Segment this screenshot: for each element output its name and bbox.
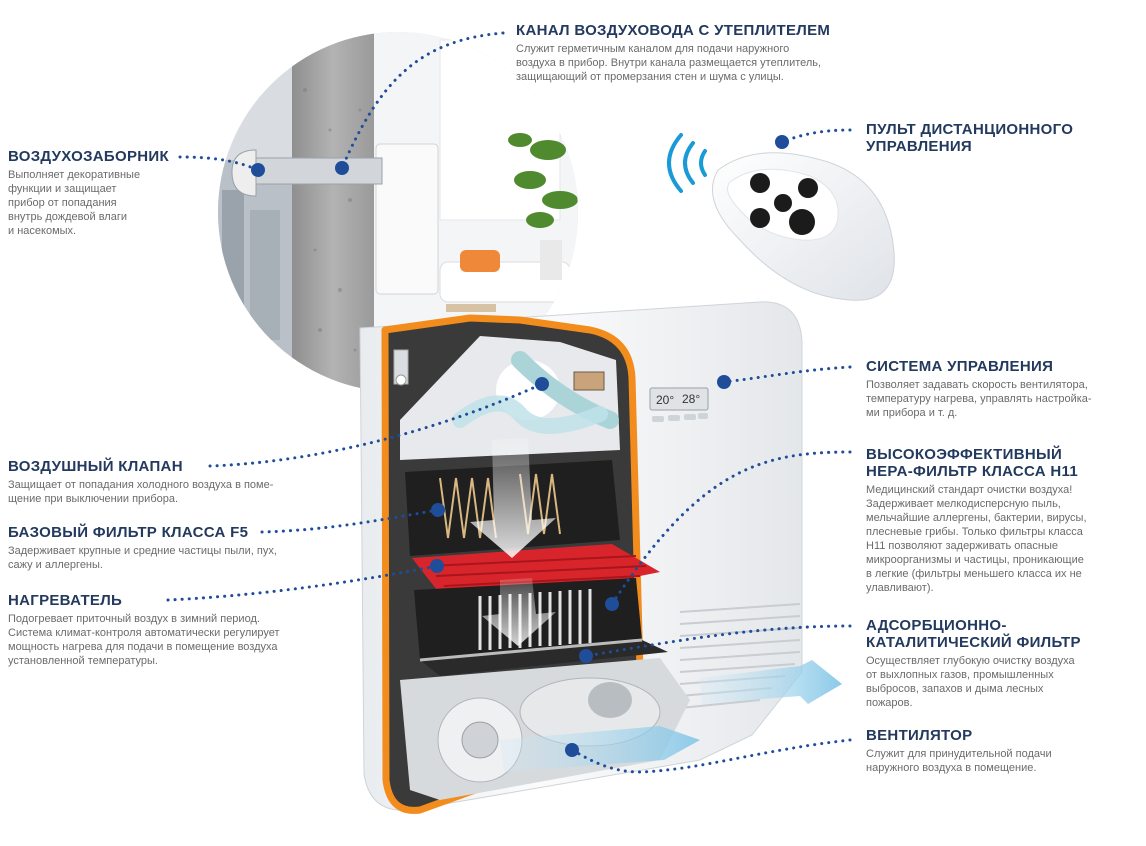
callout-valve: ВОЗДУШНЫЙ КЛАПАН Защищает от попадания х… [8,458,338,506]
callout-heater-title: НАГРЕВАТЕЛЬ [8,592,123,609]
callout-hepa-title: ВЫСОКОЭФФЕКТИВНЫЙ HEPA-ФИЛЬТР КЛАССА H11 [866,446,1078,480]
remote-control [667,133,895,301]
callout-valve-text: Защищает от попадания холодного воздуха … [8,479,274,505]
leader-lines [166,31,852,774]
callout-heater: НАГРЕВАТЕЛЬ Подогревает приточный воздух… [8,592,348,668]
callout-control-title: СИСТЕМА УПРАВЛЕНИЯ [866,358,1054,375]
callout-fan-text: Служит для принудительной подачи наружно… [866,748,1052,774]
callout-heater-text: Подогревает приточный воздух в зимний пе… [8,613,280,667]
callout-fan: ВЕНТИЛЯТОР Служит для принудительной под… [866,727,1138,775]
callout-valve-title: ВОЗДУШНЫЙ КЛАПАН [8,458,183,475]
callout-control: СИСТЕМА УПРАВЛЕНИЯ Позволяет задавать ск… [866,358,1138,420]
callout-remote: ПУЛЬТ ДИСТАНЦИОННОГО УПРАВЛЕНИЯ [866,121,1136,155]
callout-hepa: ВЫСОКОЭФФЕКТИВНЫЙ HEPA-ФИЛЬТР КЛАССА H11… [866,446,1138,595]
display-left-value: 20° [656,393,674,407]
callout-adsorb: АДСОРБЦИОННО- КАТАЛИТИЧЕСКИЙ ФИЛЬТР Осущ… [866,617,1138,710]
callout-duct-title: КАНАЛ ВОЗДУХОВОДА С УТЕПЛИТЕЛЕМ [516,22,831,39]
callout-intake: ВОЗДУХОЗАБОРНИК Выполняет декоративные ф… [8,148,178,238]
leader-endpoints [251,135,789,757]
callout-duct-text: Служит герметичным каналом для подачи на… [516,43,822,83]
callout-adsorb-text: Осуществляет глубокую очистку воздуха от… [866,655,1075,709]
callout-control-text: Позволяет задавать скорость вентилятора,… [866,379,1092,419]
callout-duct: КАНАЛ ВОЗДУХОВОДА С УТЕПЛИТЕЛЕМ Служит г… [516,22,896,84]
callout-intake-text: Выполняет декоративные функции и защищае… [8,169,141,237]
callout-fan-title: ВЕНТИЛЯТОР [866,727,973,744]
callout-hepa-text: Медицинский стандарт очистки воздуха! За… [866,484,1087,594]
ventilation-unit: 20° 28° [359,301,842,814]
callout-adsorb-title: АДСОРБЦИОННО- КАТАЛИТИЧЕСКИЙ ФИЛЬТР [866,617,1081,651]
display-right-value: 28° [682,392,700,406]
callout-f5: БАЗОВЫЙ ФИЛЬТР КЛАССА F5 Задерживает кру… [8,524,338,572]
callout-remote-title: ПУЛЬТ ДИСТАНЦИОННОГО УПРАВЛЕНИЯ [866,121,1074,155]
callout-intake-title: ВОЗДУХОЗАБОРНИК [8,148,169,165]
callout-f5-title: БАЗОВЫЙ ФИЛЬТР КЛАССА F5 [8,524,249,541]
callout-f5-text: Задерживает крупные и средние частицы пы… [8,545,277,571]
